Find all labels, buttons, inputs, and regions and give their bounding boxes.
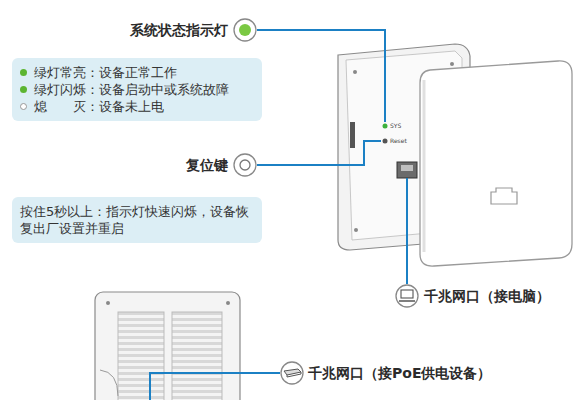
screw-hole (353, 70, 357, 74)
cover-edge (423, 80, 426, 252)
leader-line (406, 178, 408, 284)
screw-hole (106, 301, 110, 305)
leader-line (257, 141, 381, 165)
switch-icon (281, 362, 303, 384)
callout-label: 千兆网口（接电脑） (424, 287, 550, 305)
switch-side (287, 372, 301, 377)
callout-label: 复位键 (186, 156, 228, 174)
vent-block (172, 312, 222, 400)
info-panel: 按住5秒以上：指示灯快速闪烁，设备恢复出厂设置并重启 (12, 197, 262, 243)
led-icon-light (239, 24, 251, 36)
device-back (95, 292, 240, 400)
vent-block (118, 312, 164, 400)
curve-edge (100, 370, 118, 396)
button-icon-inner (240, 160, 250, 170)
button-icon (234, 154, 256, 176)
screw-hole (354, 228, 358, 232)
bullet-dot (20, 103, 27, 110)
callout-label: 千兆网口（接PoE供电设备） (308, 364, 491, 382)
led-icon (234, 19, 256, 41)
laptop-screen (401, 290, 413, 298)
screw-hole (450, 62, 454, 66)
info-text: 按住5秒以上：指示灯快速闪烁，设备恢复出厂设置并重启 (20, 203, 254, 237)
info-text: 绿灯闪烁：设备启动中或系统故障 (20, 81, 254, 98)
sys-led (383, 124, 388, 129)
info-text: 绿灯常亮：设备正常工作 (20, 64, 254, 81)
leader-line (257, 30, 385, 122)
laptop-base (399, 300, 415, 302)
lan-port-pins (401, 165, 413, 171)
bullet-dot (20, 69, 27, 76)
lan-port (397, 162, 417, 178)
front-cover (420, 61, 572, 266)
bullet-dot (20, 86, 27, 93)
panel-marking: Reset (390, 137, 407, 144)
laptop-icon (396, 285, 418, 307)
reset-button (383, 139, 388, 144)
leader-line (150, 373, 280, 400)
info-text: 熄 灭：设备未上电 (20, 98, 254, 115)
callout-label: 系统状态指示灯 (130, 21, 228, 39)
info-panel: 绿灯常亮：设备正常工作绿灯闪烁：设备启动中或系统故障熄 灭：设备未上电 (12, 58, 262, 121)
screw-hole (226, 301, 230, 305)
panel-marking: SYS (390, 122, 401, 129)
mount-slot (350, 122, 355, 148)
port-icon (491, 188, 517, 204)
